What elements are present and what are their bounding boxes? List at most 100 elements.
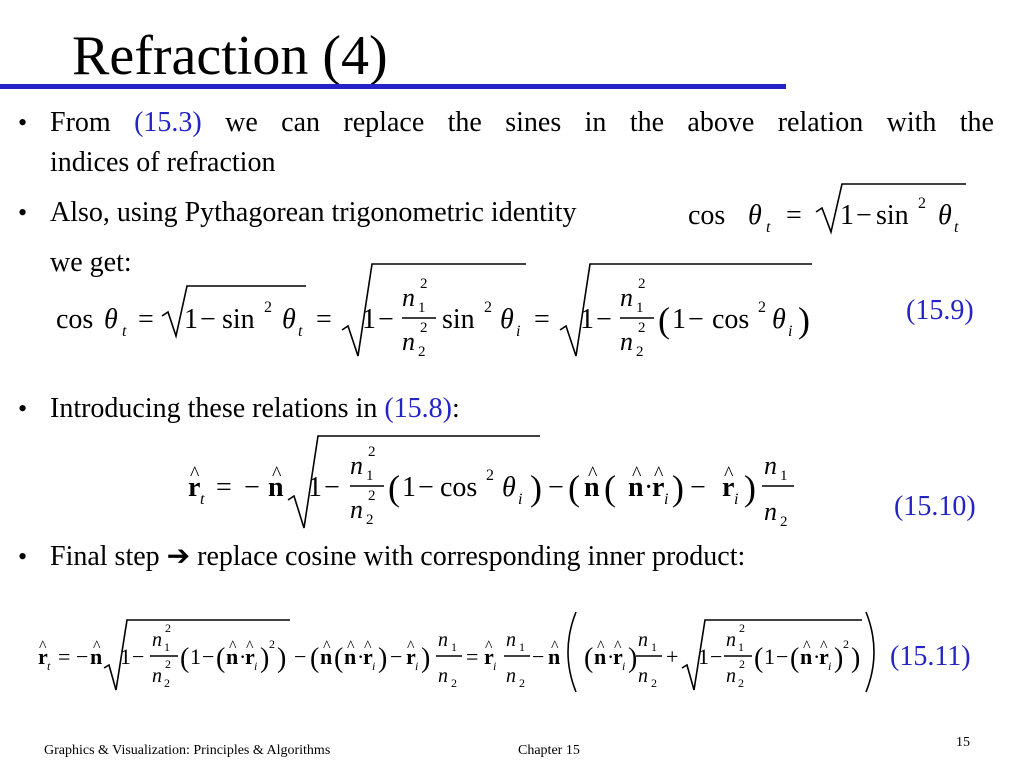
footer-chapter: Chapter 15 xyxy=(518,743,580,758)
bullet-1-ref-link[interactable]: (15.3) xyxy=(134,107,202,138)
one: 1 xyxy=(580,304,594,335)
one: 1 xyxy=(184,304,198,335)
exponent-2: 2 xyxy=(739,621,745,635)
n-vector: n xyxy=(320,644,332,669)
n-vector: n xyxy=(344,644,356,669)
subscript-i: i xyxy=(372,659,375,673)
sqrt-sign xyxy=(681,619,862,691)
subscript-2: 2 xyxy=(636,344,644,360)
minus-sign: − xyxy=(378,304,394,335)
n-symbol: n xyxy=(438,629,448,651)
subscript-i: i xyxy=(788,323,792,340)
exponent-2: 2 xyxy=(486,467,494,484)
equation-number-15-11: (15.11) xyxy=(890,641,971,672)
hat-accent: ^ xyxy=(364,638,372,655)
hat-accent: ^ xyxy=(246,638,254,655)
exponent-2: 2 xyxy=(368,444,376,460)
subscript-2: 2 xyxy=(738,676,744,690)
minus-sign: − xyxy=(244,472,260,503)
subscript-i: i xyxy=(664,491,668,508)
theta-symbol: θ xyxy=(772,304,786,335)
r-vector: r xyxy=(245,644,255,669)
sqrt-sign xyxy=(161,285,306,340)
cos-symbol: cos xyxy=(688,200,725,231)
subscript-2: 2 xyxy=(780,514,788,530)
bullet-2-text: Also, using Pythagorean trigonometric id… xyxy=(50,197,577,228)
exponent-2: 2 xyxy=(368,488,376,504)
equation-number-15-9: (15.9) xyxy=(906,295,974,326)
exponent-2: 2 xyxy=(484,299,492,316)
subscript-2: 2 xyxy=(366,512,374,528)
n-vector: n xyxy=(268,472,284,503)
bullet-1-line2: indices of refraction xyxy=(50,147,276,178)
equals-sign: = xyxy=(786,200,802,231)
sqrt-sign xyxy=(287,435,540,529)
bullet-3-text: Introducing these relations in (15.8): xyxy=(50,392,460,426)
cos-symbol: cos xyxy=(440,472,477,503)
equals-sign: = xyxy=(216,472,232,503)
n-symbol: n xyxy=(350,495,363,524)
exponent-2: 2 xyxy=(420,320,428,336)
right-paren: ) xyxy=(798,300,810,340)
n-symbol: n xyxy=(638,629,648,651)
dot-operator: · xyxy=(607,644,614,669)
n-symbol: n xyxy=(402,327,415,356)
hat-accent: ^ xyxy=(272,463,282,485)
bullet-marker: • xyxy=(18,108,28,137)
exponent-2: 2 xyxy=(843,637,849,651)
subscript-1: 1 xyxy=(738,640,744,654)
dot-operator: · xyxy=(357,644,364,669)
one: 1 xyxy=(308,472,322,503)
equals-sign: = xyxy=(534,304,550,335)
n-vector: n xyxy=(594,644,606,669)
subscript-i: i xyxy=(415,659,418,673)
minus-sign: − xyxy=(710,644,722,669)
subscript-t: t xyxy=(298,323,303,340)
dot-operator: · xyxy=(644,472,653,503)
equals-sign: = xyxy=(466,644,478,669)
exponent-2: 2 xyxy=(420,276,428,292)
dot-operator: · xyxy=(239,644,246,669)
one: 1 xyxy=(698,644,709,669)
bullet-1-text: From (15.3) we can replace the sines in … xyxy=(50,106,994,140)
equation-15-11: r ^ t = − n ^ 1 − n 2 1 n 2 2 ( 1 − ( n … xyxy=(38,611,875,693)
minus-sign: − xyxy=(76,644,88,669)
minus-sign: − xyxy=(596,304,612,335)
n-vector: n xyxy=(90,644,102,669)
identity-equation: cos θ t = 1 − sin 2 θ t xyxy=(688,183,966,236)
bullet-4-text: Final step ➔ replace cosine with corresp… xyxy=(50,540,745,574)
sin-symbol: sin xyxy=(442,304,475,335)
bullet-3-ref-link[interactable]: (15.8) xyxy=(384,393,453,424)
bullet-marker: • xyxy=(18,198,28,227)
cos-symbol: cos xyxy=(56,304,93,335)
subscript-2: 2 xyxy=(164,676,170,690)
exponent-2: 2 xyxy=(264,299,272,316)
minus-sign: − xyxy=(690,472,706,503)
hat-accent: ^ xyxy=(551,638,559,655)
hat-accent: ^ xyxy=(588,463,598,485)
subscript-i: i xyxy=(493,659,496,673)
n-vector: n xyxy=(800,644,812,669)
hat-accent: ^ xyxy=(323,638,331,655)
bullet-3-pre: Introducing these relations in xyxy=(50,393,385,424)
right-paren: ) xyxy=(277,643,286,674)
r-vector: r xyxy=(484,644,494,669)
exponent-2: 2 xyxy=(165,657,171,671)
minus-sign: − xyxy=(548,472,564,503)
subscript-2: 2 xyxy=(651,676,657,690)
exponent-2: 2 xyxy=(165,621,171,635)
sin-symbol: sin xyxy=(876,200,909,231)
subscript-i: i xyxy=(518,491,522,508)
subscript-2: 2 xyxy=(418,344,426,360)
hat-accent: ^ xyxy=(485,638,493,655)
hat-accent: ^ xyxy=(820,638,828,655)
subscript-1: 1 xyxy=(366,468,374,484)
r-vector: r xyxy=(38,644,48,669)
subscript-t: t xyxy=(47,659,51,673)
left-paren: ( xyxy=(310,643,319,674)
subscript-i: i xyxy=(622,659,625,673)
left-paren: ( xyxy=(334,643,343,674)
minus-sign: − xyxy=(532,644,544,669)
equals-sign: = xyxy=(58,644,70,669)
sqrt-sign xyxy=(341,263,526,357)
